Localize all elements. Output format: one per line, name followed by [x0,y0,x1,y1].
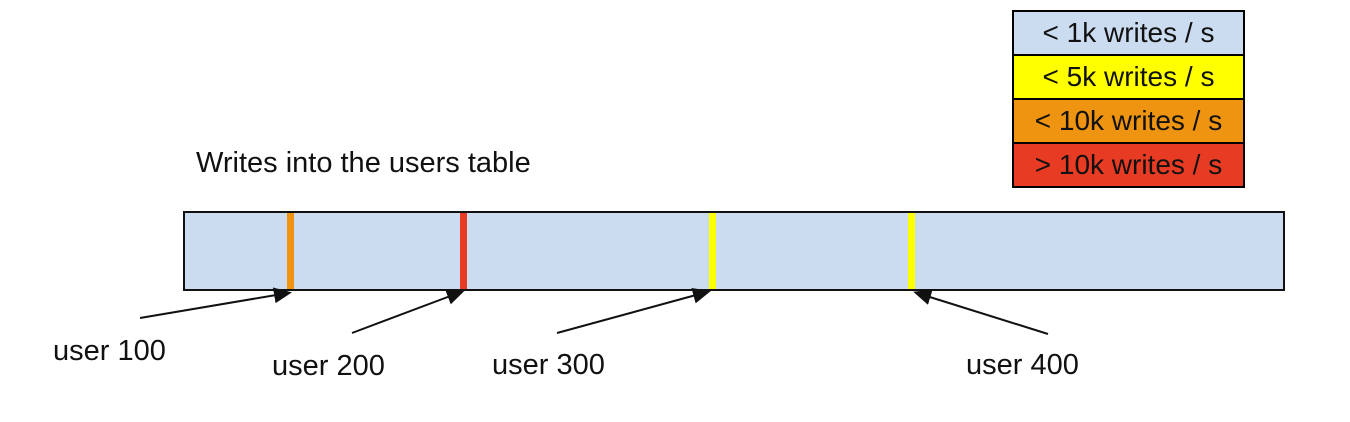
legend-item-0: < 1k writes / s [1012,10,1245,56]
user-label-300: user 300 [492,349,605,381]
write-rate-marker-user-200 [460,213,468,289]
legend-item-1: < 5k writes / s [1012,54,1245,100]
write-rate-marker-user-400 [908,213,916,289]
write-rate-marker-user-300 [708,213,716,289]
write-rate-marker-user-100 [287,213,295,289]
arrow-user-200 [351,289,465,334]
legend-item-3: > 10k writes / s [1012,142,1245,188]
user-label-200: user 200 [272,350,385,382]
diagram-title: Writes into the users table [196,147,531,179]
arrow-user-300 [556,287,711,334]
users-table-band [183,211,1285,291]
arrow-user-400 [913,289,1049,335]
legend-item-label: < 1k writes / s [1042,17,1215,48]
legend: < 1k writes / s < 5k writes / s < 10k writ… [1012,10,1245,188]
user-label-400: user 400 [966,349,1079,381]
legend-item-label: > 10k writes / s [1034,149,1223,180]
legend-item-label: < 10k writes / s [1034,105,1223,136]
user-label-100: user 100 [53,335,166,367]
arrow-user-100 [139,287,292,319]
legend-item-2: < 10k writes / s [1012,98,1245,144]
legend-item-label: < 5k writes / s [1042,61,1215,92]
